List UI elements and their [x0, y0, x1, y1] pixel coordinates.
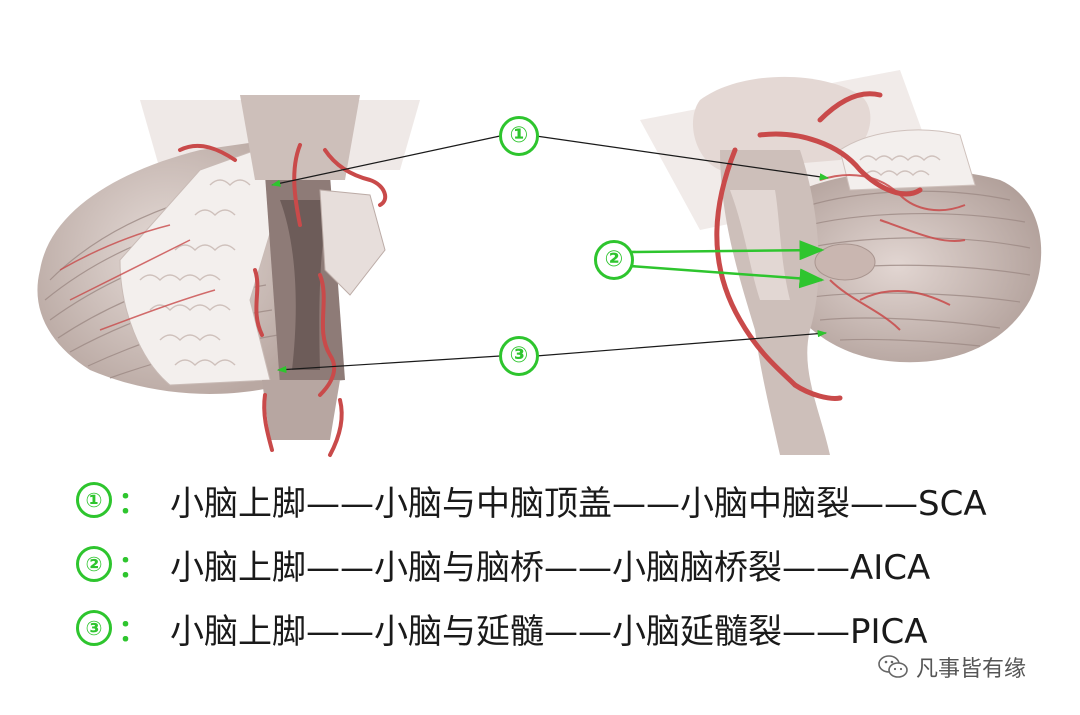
left-cerebellum-view — [37, 95, 420, 457]
callout-3-line-left — [276, 355, 501, 374]
legend-marker: ② — [76, 546, 112, 582]
legend-colon: ： — [118, 550, 148, 585]
callout-3-line-right — [535, 330, 828, 357]
callout-2-arrows — [629, 240, 825, 289]
callout-1-line-left — [270, 135, 501, 187]
legend-row-1: ① ： 小脑上脚——小脑与中脑顶盖——小脑中脑裂——SCA — [76, 476, 987, 524]
callout-1: ① — [499, 116, 539, 156]
callout-3: ③ — [499, 336, 539, 376]
watermark: 凡事皆有缘 — [878, 650, 1026, 684]
legend-colon: ： — [118, 486, 148, 521]
anatomy-illustration — [37, 70, 1042, 457]
legend-colon: ： — [118, 614, 148, 649]
legend-row-2: ② ： 小脑上脚——小脑与脑桥——小脑脑桥裂——AICA — [76, 540, 930, 588]
legend-row-3: ③ ： 小脑上脚——小脑与延髓——小脑延髓裂——PICA — [76, 604, 928, 652]
watermark-text: 凡事皆有缘 — [916, 657, 1027, 682]
legend-text: 小脑上脚——小脑与延髓——小脑延髓裂——PICA — [170, 611, 928, 652]
wechat-icon — [878, 655, 908, 678]
callout-1-line-right — [535, 135, 830, 181]
callout-2: ② — [594, 240, 634, 280]
legend-text: 小脑上脚——小脑与中脑顶盖——小脑中脑裂——SCA — [170, 483, 987, 524]
legend-marker: ① — [76, 482, 112, 518]
callout-lines — [270, 135, 830, 374]
right-cerebellum-view — [640, 70, 1042, 455]
anatomy-figure: ① ② ③ — [37, 70, 1042, 457]
legend-text: 小脑上脚——小脑与脑桥——小脑脑桥裂——AICA — [170, 547, 931, 588]
legend-marker: ③ — [76, 610, 112, 646]
